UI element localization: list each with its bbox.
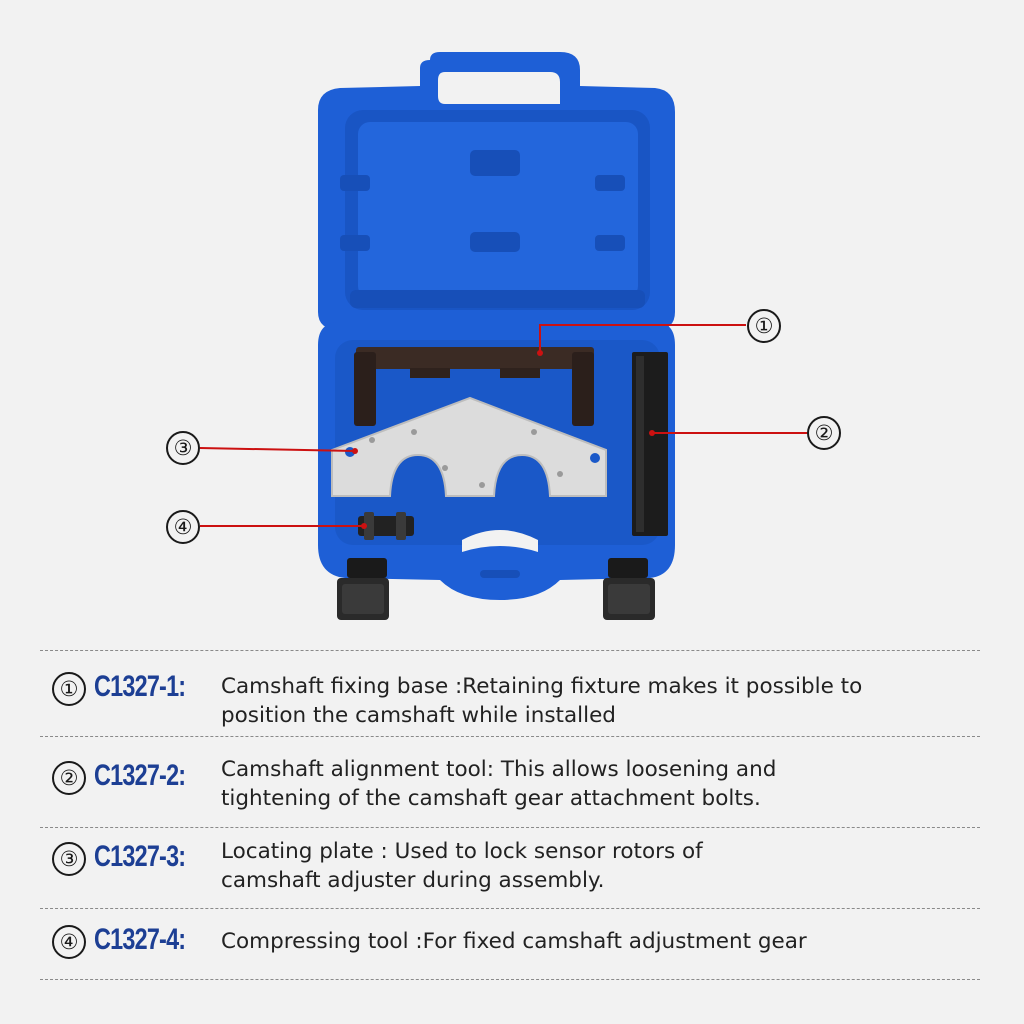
desc-line: position the camshaft while installed: [221, 703, 616, 728]
desc-line: camshaft adjuster during assembly.: [221, 868, 605, 893]
leader-1: [539, 324, 746, 353]
tool-camshaft-alignment-bar: [632, 352, 668, 536]
part-code: C1327-3:: [94, 840, 186, 873]
callout-leaders: [199, 324, 808, 527]
latch-right: [603, 558, 655, 620]
part-number: ②: [52, 761, 86, 795]
latch-left: [337, 558, 389, 620]
callout-3: ③: [166, 431, 200, 465]
divider: [40, 827, 980, 828]
desc-line: Locating plate : Used to lock sensor rot…: [221, 839, 703, 864]
part-number: ①: [52, 672, 86, 706]
desc-line: Compressing tool :For fixed camshaft adj…: [221, 929, 807, 954]
parts-legend: ① C1327-1: Camshaft fixing base :Retaini…: [40, 650, 980, 980]
part-code: C1327-1:: [94, 670, 186, 703]
leader-3: [199, 447, 356, 452]
part-description: Locating plate : Used to lock sensor rot…: [221, 837, 981, 895]
tool-compressing-tool: [358, 512, 414, 540]
divider: [40, 650, 980, 651]
part-description: Camshaft fixing base :Retaining fixture …: [221, 672, 981, 730]
part-code: C1327-4:: [94, 923, 186, 956]
divider: [40, 736, 980, 737]
callout-4: ④: [166, 510, 200, 544]
part-number: ④: [52, 925, 86, 959]
callout-1: ①: [747, 309, 781, 343]
part-row: ④ C1327-4: Compressing tool :For fixed c…: [40, 909, 980, 979]
part-row: ② C1327-2: Camshaft alignment tool: This…: [40, 737, 980, 827]
divider: [40, 908, 980, 909]
part-row: ① C1327-1: Camshaft fixing base :Retaini…: [40, 651, 980, 736]
desc-line: tightening of the camshaft gear attachme…: [221, 786, 761, 811]
divider: [40, 979, 980, 980]
callout-2: ②: [807, 416, 841, 450]
desc-line: Camshaft alignment tool: This allows loo…: [221, 757, 777, 782]
part-code: C1327-2:: [94, 759, 186, 792]
part-number: ③: [52, 842, 86, 876]
part-row: ③ C1327-3: Locating plate : Used to lock…: [40, 828, 980, 908]
tool-camshaft-fixing-base: [354, 347, 594, 426]
case-lid: [318, 52, 675, 330]
tool-case-photo: [199, 52, 808, 620]
part-description: Camshaft alignment tool: This allows loo…: [221, 755, 981, 813]
desc-line: Camshaft fixing base :Retaining fixture …: [221, 674, 863, 699]
part-description: Compressing tool :For fixed camshaft adj…: [221, 927, 981, 956]
